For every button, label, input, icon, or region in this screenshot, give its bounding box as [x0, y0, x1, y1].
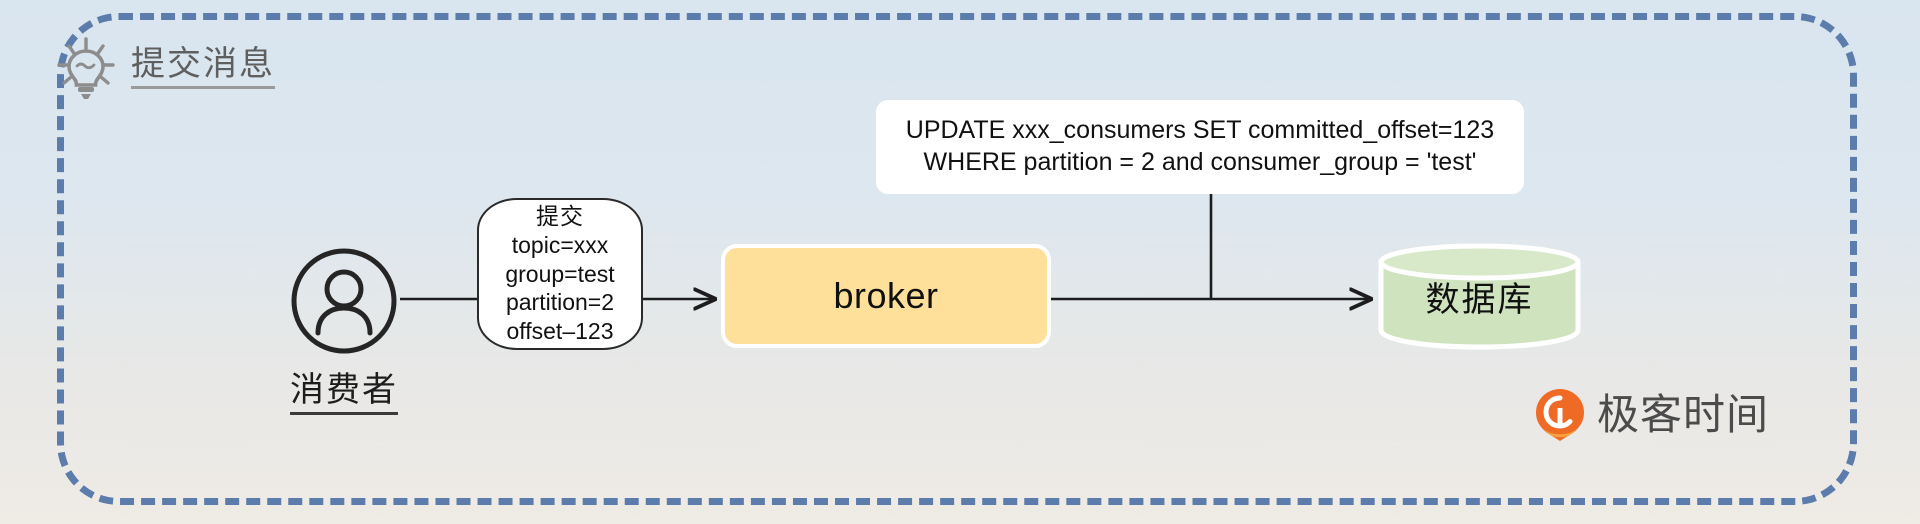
commit-line-topic: topic=xxx — [511, 231, 609, 258]
lightbulb-icon — [55, 36, 117, 100]
consumer-label: 消费者 — [290, 372, 398, 415]
brand-name: 极客时间 — [1597, 391, 1770, 438]
database-label: 数据库 — [1425, 280, 1534, 319]
consumer-node: 消费者 — [254, 247, 434, 415]
brand-logo: 极客时间 — [1535, 388, 1769, 442]
sql-line-update: UPDATE xxx_consumers SET committed_offse… — [905, 116, 1495, 144]
user-circle-icon — [290, 247, 398, 355]
database-node: 数据库 — [1377, 242, 1582, 350]
broker-label: broker — [833, 275, 939, 316]
sql-callout-box: UPDATE xxx_consumers SET committed_offse… — [876, 100, 1524, 194]
database-cylinder-icon — [1378, 243, 1581, 350]
commit-line-group: group=test — [505, 260, 615, 287]
sql-line-where: WHERE partition = 2 and consumer_group =… — [923, 148, 1477, 176]
page-title: 提交消息 — [131, 46, 275, 90]
diagram-title-group: 提交消息 — [55, 36, 275, 100]
commit-line-partition: partition=2 — [505, 289, 615, 316]
commit-payload-bubble: 提交 topic=xxx group=test partition=2 offs… — [477, 198, 643, 350]
broker-node: broker — [721, 244, 1051, 348]
geektime-logo-icon — [1535, 388, 1585, 442]
commit-line-offset: offset–123 — [506, 318, 614, 345]
commit-line-action: 提交 — [536, 202, 584, 229]
